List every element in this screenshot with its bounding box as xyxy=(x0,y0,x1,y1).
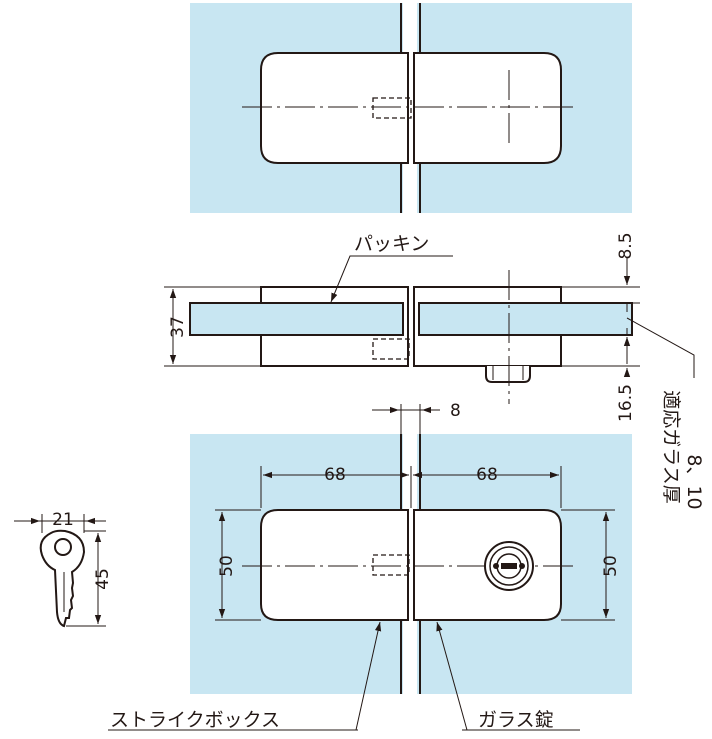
glass-lock-top xyxy=(413,52,562,164)
dim-50-left: 50 xyxy=(217,555,237,577)
dim-68-right: 68 xyxy=(476,465,498,485)
dim-gap-8: 8 xyxy=(450,401,461,421)
strike-box-top xyxy=(260,52,409,164)
packing-label: パッキン xyxy=(354,233,429,255)
key-cylinder xyxy=(484,541,534,591)
front-view xyxy=(108,404,632,731)
glass-thickness-values: 8、10 xyxy=(683,454,705,509)
strike-box-front xyxy=(260,509,409,621)
glass-side-left xyxy=(189,302,404,336)
key-shape xyxy=(39,529,86,628)
key-drawing xyxy=(14,514,106,628)
glass-thickness-title: 適応ガラス厚 xyxy=(660,390,682,504)
dim-16-5: 16.5 xyxy=(616,384,636,422)
dim-key-45: 45 xyxy=(93,568,113,590)
side-view xyxy=(164,255,695,404)
top-view xyxy=(190,3,632,213)
strike-box-label: ストライクボックス xyxy=(110,709,280,731)
glass-lock-label: ガラス錠 xyxy=(478,709,554,731)
dim-68-left: 68 xyxy=(324,465,346,485)
glass-side-right xyxy=(418,302,633,336)
dim-50-right: 50 xyxy=(601,555,621,577)
dim-37: 37 xyxy=(168,316,188,338)
dim-8-5: 8.5 xyxy=(616,232,636,259)
dim-key-21: 21 xyxy=(52,510,74,530)
